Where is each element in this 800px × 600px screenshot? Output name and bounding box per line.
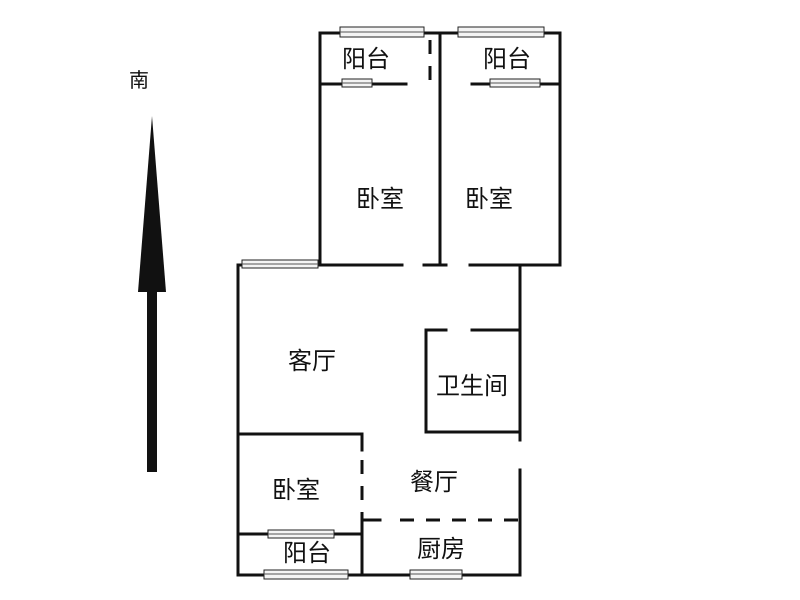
- room-label-bedroom-right: 卧室: [465, 185, 513, 213]
- room-label-balcony-top-right: 阳台: [483, 45, 531, 73]
- room-label-living-room: 客厅: [288, 347, 336, 375]
- room-label-bathroom: 卫生间: [436, 372, 508, 400]
- window-top-right-inner: [489, 78, 541, 88]
- window-top-left-inner: [341, 78, 373, 88]
- window-bottom-balcony: [263, 569, 349, 580]
- room-label-kitchen: 厨房: [417, 535, 465, 563]
- window-living-room: [241, 259, 319, 269]
- direction-label: 南: [129, 68, 149, 92]
- bedroom-upper-walls: [318, 31, 562, 267]
- room-label-bedroom-left: 卧室: [356, 185, 404, 213]
- window-kitchen: [409, 569, 463, 580]
- room-label-dining-room: 餐厅: [410, 468, 458, 496]
- direction-arrow-icon: [138, 116, 166, 472]
- bedroom-bottom-walls: [236, 432, 364, 577]
- balcony-top-left-walls: [318, 31, 442, 86]
- room-label-balcony-bottom: 阳台: [283, 539, 331, 567]
- window-top-left: [339, 26, 425, 38]
- balcony-top-right-walls: [438, 31, 562, 86]
- window-top-right: [457, 26, 545, 38]
- window-bottom-bedroom: [267, 529, 335, 539]
- bathroom-walls: [424, 328, 522, 442]
- room-label-balcony-top-left: 阳台: [342, 45, 390, 73]
- dining-walls: [360, 468, 522, 577]
- room-label-bedroom-bottom: 卧室: [272, 476, 320, 504]
- living-room-walls: [236, 263, 522, 577]
